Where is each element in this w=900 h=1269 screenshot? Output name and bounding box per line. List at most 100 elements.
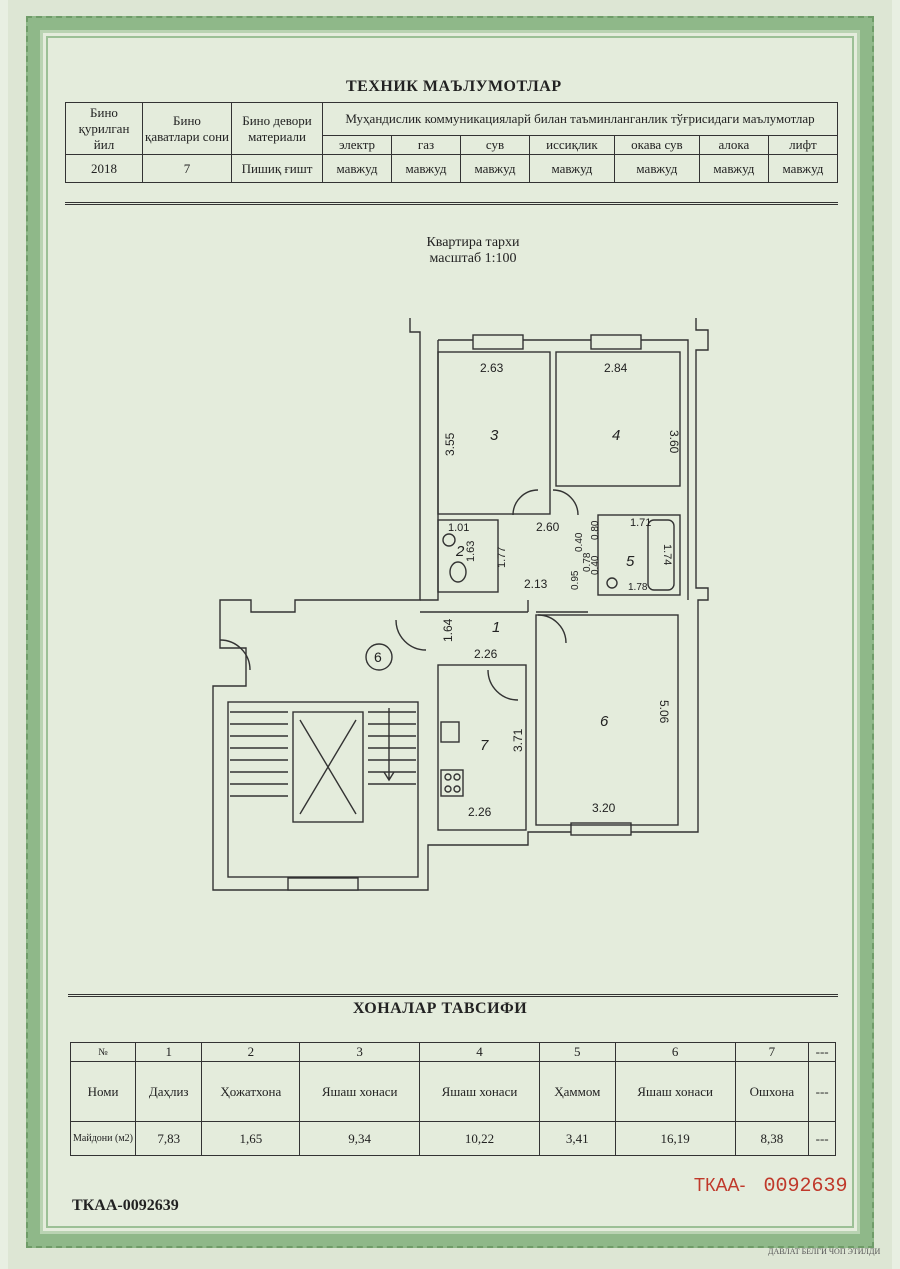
plan-scale: масштаб 1:100	[429, 251, 517, 266]
stair-steps	[230, 711, 416, 797]
divider	[65, 202, 838, 205]
room-area: 9,34	[299, 1121, 421, 1156]
wall-value: Пишиқ ғишт	[231, 154, 323, 183]
dimension: 1.78	[628, 582, 648, 593]
room-area: 8,38	[734, 1121, 810, 1156]
room-num: 4	[419, 1042, 540, 1062]
dimension: 0.78	[582, 552, 593, 572]
fine-print: ДАВЛАТ БЕЛГИ ЧОП ЭТИЛДИ	[768, 1247, 881, 1256]
serial-red-number: 0092639	[763, 1175, 848, 1198]
utility-name: алока	[698, 135, 769, 155]
tech-data-title: ТЕХНИК МАЪЛУМОТЛАР	[346, 78, 562, 95]
row-header-num: №	[70, 1042, 136, 1062]
dimension: 2.26	[474, 647, 498, 661]
room-num: 5	[538, 1042, 616, 1062]
room-4-outline	[555, 351, 681, 487]
room-6-outline	[535, 614, 679, 826]
room-num: 1	[134, 1042, 203, 1062]
room-area: 7,83	[134, 1121, 203, 1156]
bath-sink	[606, 577, 618, 589]
stair-marker	[365, 643, 393, 671]
room-area: ---	[808, 1121, 836, 1156]
serial-number-black: ТКАА-0092639	[72, 1197, 179, 1214]
door-arc	[552, 489, 579, 516]
window	[570, 822, 632, 836]
stove-burner	[444, 773, 452, 781]
floors-value: 7	[142, 154, 232, 183]
kitchen-sink	[440, 721, 460, 743]
dimension: 0.40	[574, 532, 585, 552]
room-2-outline	[437, 519, 499, 593]
dimension: 2.26	[468, 805, 492, 819]
room-name: Яшаш хонаси	[614, 1061, 736, 1122]
room-name: Яшаш хонаси	[299, 1061, 421, 1122]
room-name: Ҳаммом	[538, 1061, 616, 1122]
tech-data-table: Бино қурилган йил Бино қаватлари сони Би…	[65, 102, 839, 183]
dimension: 2.63	[480, 361, 504, 375]
stair-label: 6	[374, 649, 382, 665]
door-arc	[219, 639, 251, 671]
stairwell	[227, 701, 419, 878]
room-num: 6	[614, 1042, 736, 1062]
stair-arrow	[383, 708, 395, 782]
room-label: 3	[490, 427, 499, 444]
room-area: 1,65	[201, 1121, 301, 1156]
rooms-table: № 1 2 3 4 5 6 7 --- Номи Даҳлиз Ҳожатхон…	[70, 1042, 836, 1156]
year-value: 2018	[65, 154, 143, 183]
plan-title: Квартира тархи	[426, 235, 520, 250]
row-header-area: Майдони (м2)	[70, 1121, 136, 1156]
dimension: 2.84	[604, 361, 628, 375]
kitchen-stove	[440, 769, 464, 797]
rooms-table-title: ХОНАЛАР ТАВСИФИ	[353, 1000, 528, 1017]
room-name: Даҳлиз	[134, 1061, 203, 1122]
plan-caption: Квартира тархи масштаб 1:100	[388, 235, 558, 267]
stove-burner	[444, 785, 452, 793]
room-label: 4	[612, 427, 620, 444]
elevator-x	[299, 719, 357, 815]
room-name: Ошхона	[734, 1061, 810, 1122]
bathtub	[647, 519, 675, 591]
utility-value: мавжуд	[322, 154, 392, 183]
door-arc	[487, 669, 519, 701]
door-arc	[512, 489, 539, 516]
wc-sink	[442, 533, 456, 547]
dimension: 1.77	[496, 547, 508, 568]
floor-plan: 3 4 2 5 1 7 6 6 2.63 3.55 2.84 3.60 1.01…	[212, 318, 709, 891]
serial-red-label: ТКАА-	[694, 1175, 746, 1195]
room-5-outline	[597, 514, 681, 596]
room-name: Яшаш хонаси	[419, 1061, 540, 1122]
room-name: ---	[808, 1061, 836, 1122]
window	[287, 877, 359, 891]
window	[472, 334, 524, 350]
row-header-name: Номи	[70, 1061, 136, 1122]
utility-value: мавжуд	[460, 154, 530, 183]
room-area: 10,22	[419, 1121, 540, 1156]
utility-value: мавжуд	[767, 154, 839, 183]
dimension: 3.55	[443, 432, 457, 456]
utility-value: мавжуд	[529, 154, 615, 183]
dimension: 0.40	[590, 555, 601, 575]
serial-number-red: ТКАА- 0092639	[694, 1175, 848, 1198]
room-area: 16,19	[614, 1121, 736, 1156]
room-label: 6	[600, 713, 609, 730]
dimension: 1.71	[630, 517, 651, 529]
utility-value: мавжуд	[613, 154, 700, 183]
room-num: 3	[299, 1042, 421, 1062]
dimension: 2.60	[536, 520, 560, 534]
room-label: 1	[492, 619, 500, 636]
room-label: 5	[626, 553, 635, 570]
room-num: ---	[808, 1042, 836, 1062]
dimension: 3.71	[511, 728, 525, 752]
stove-burner	[453, 773, 461, 781]
dimension: 3.20	[592, 801, 616, 815]
utility-name: иссиқлик	[529, 135, 615, 155]
wc-toilet	[449, 561, 467, 583]
room-label: 2	[455, 543, 465, 560]
room-name: Ҳожатхона	[201, 1061, 301, 1122]
dimension: 3.60	[667, 430, 681, 454]
elevator-shaft	[292, 711, 364, 823]
dimension: 2.13	[524, 577, 548, 591]
dimension: 1.64	[441, 618, 455, 642]
room-num: 2	[201, 1042, 301, 1062]
dimension: 0.95	[570, 570, 581, 590]
